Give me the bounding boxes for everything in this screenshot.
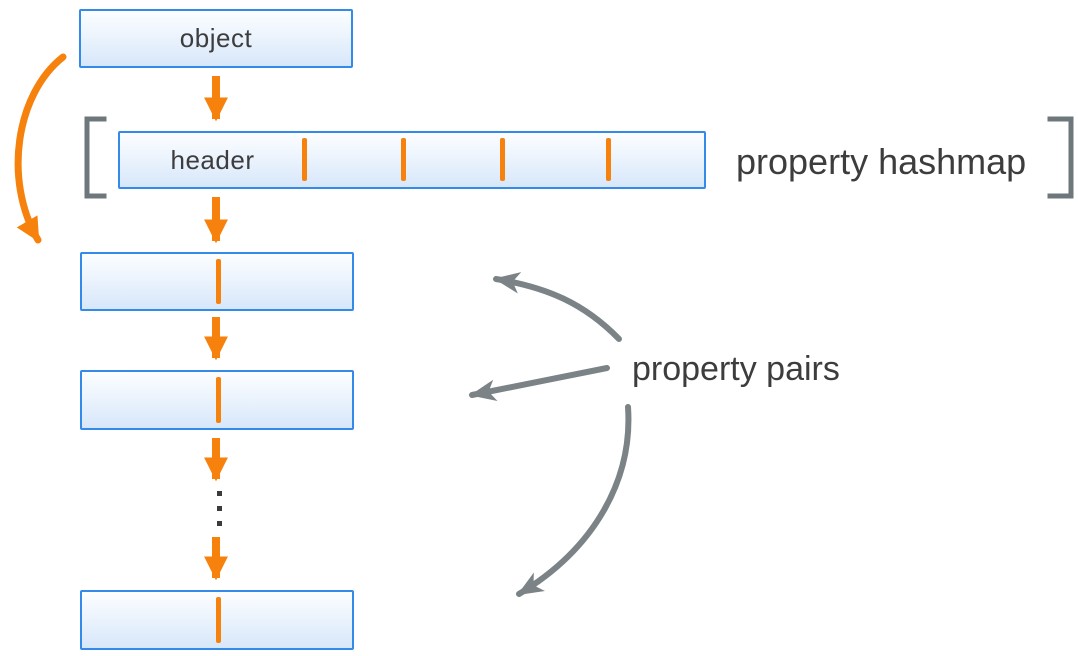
hashmap-slot-divider	[401, 138, 406, 181]
property-hashmap-box: header	[118, 131, 706, 189]
hashmap-header-label: header	[170, 144, 255, 175]
pairs-pointer-arrow-top	[493, 272, 622, 342]
object-box: object	[79, 9, 353, 68]
hashmap-slot-divider	[302, 138, 307, 181]
ellipsis-dot	[216, 521, 222, 526]
object-label: object	[179, 23, 253, 53]
ellipsis-dot	[216, 506, 222, 511]
property-pairs-caption: property pairs	[632, 350, 840, 388]
property-pair-box-2	[80, 370, 354, 430]
hashmap-right-bracket	[1047, 116, 1074, 199]
pairs-pointer-arrow-bottom	[516, 404, 632, 597]
property-pair-box-3	[80, 590, 354, 650]
property-pair-box-1	[80, 252, 354, 311]
ellipsis-dots	[216, 491, 222, 526]
hashmap-slot-divider	[500, 138, 505, 181]
pair-divider	[216, 259, 221, 304]
ellipsis-dot	[216, 491, 222, 496]
hashmap-left-bracket	[84, 116, 107, 199]
pairs-pointer-arrow-middle	[469, 365, 610, 401]
hashmap-header-cell: header	[120, 133, 305, 187]
pair-divider	[216, 377, 221, 423]
property-hashmap-caption: property hashmap	[736, 141, 1027, 182]
arrow-object-to-pair1-curved	[14, 53, 67, 244]
pair-divider	[216, 597, 221, 643]
hashmap-slot-divider	[606, 138, 611, 181]
